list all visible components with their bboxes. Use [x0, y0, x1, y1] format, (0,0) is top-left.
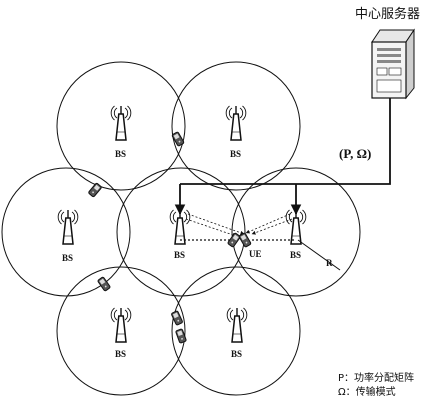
cell-circle-top-left [56, 61, 186, 191]
base-station-bottom-right: BS [226, 307, 248, 359]
bs-label: BS [174, 250, 185, 260]
cooperative-links [180, 213, 294, 241]
server-icon [371, 28, 415, 100]
cell-circle-bottom-right [171, 266, 301, 396]
feedback-label: (P, Ω) [339, 146, 371, 161]
cell-radius-line [297, 239, 341, 271]
ue-label: UE [249, 249, 262, 259]
bs-label: BS [115, 349, 126, 359]
bs-label: BS [62, 253, 73, 263]
base-station-bottom-left: BS [110, 307, 132, 359]
backhaul-link [174, 98, 391, 216]
ue-devices [87, 131, 252, 344]
legend-p: P：功率分配矩阵 [338, 371, 414, 384]
cell-circle-mid-right [231, 167, 361, 297]
cell-circle-top-right [171, 61, 301, 191]
server-label: 中心服务器 [355, 6, 420, 22]
base-station-serving-left: BS [169, 209, 191, 260]
legend: P：功率分配矩阵 Ω：传输模式 [338, 371, 414, 398]
cell-circle-center [116, 167, 246, 297]
base-station-top-right: BS [225, 105, 247, 159]
cell-circle-mid-left [1, 167, 131, 297]
bs-label: BS [115, 149, 126, 159]
base-station-top-left: BS [110, 105, 132, 159]
cell-circle-bottom-left [56, 266, 186, 396]
legend-omega: Ω：传输模式 [338, 385, 396, 398]
bs-label: BS [290, 250, 301, 260]
base-station-serving-right: BS [285, 209, 307, 260]
radius-label: R [326, 258, 333, 268]
bs-label: BS [230, 149, 241, 159]
base-station-mid-left: BS [57, 209, 79, 263]
cell-coverage [1, 61, 361, 396]
bs-label: BS [231, 349, 242, 359]
